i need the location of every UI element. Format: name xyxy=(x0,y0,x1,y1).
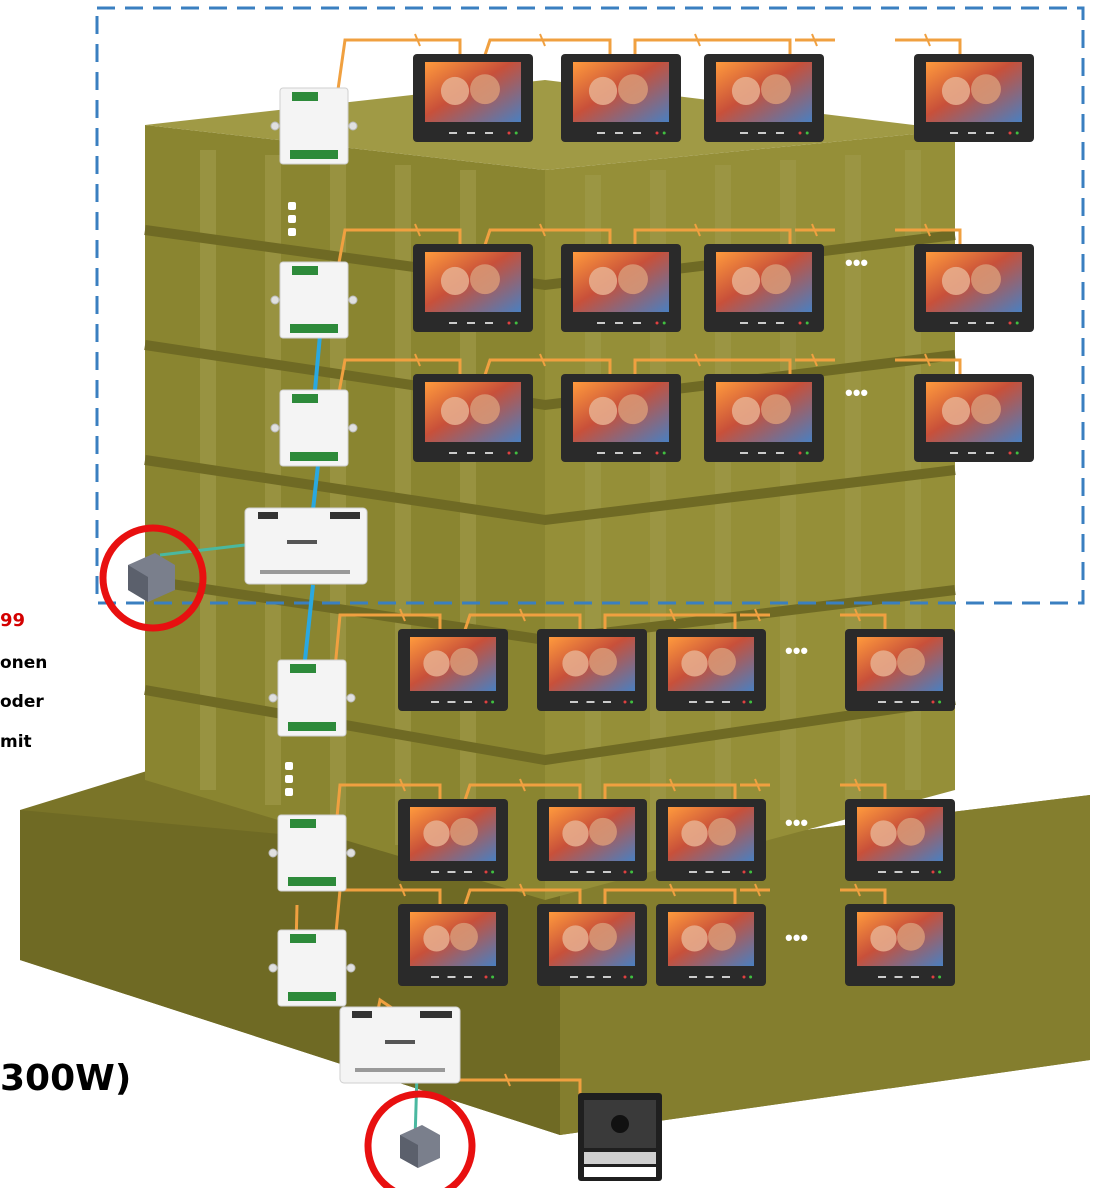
group-border xyxy=(95,6,1085,605)
monitor xyxy=(845,799,955,881)
ellipsis-row-4: ••• xyxy=(785,638,808,663)
label-line-1: onen xyxy=(0,653,48,673)
monitor xyxy=(413,244,533,332)
indoor-monitors xyxy=(398,54,1034,986)
ellipsis-row-3: ••• xyxy=(845,380,868,405)
distributor-module xyxy=(268,929,356,1007)
cable-ticks xyxy=(399,33,931,1087)
monitor xyxy=(537,904,647,986)
power-rating-label: 300W) xyxy=(0,1058,132,1099)
label-line-2: oder xyxy=(0,692,44,712)
label-line-3: mit xyxy=(0,732,32,752)
monitor xyxy=(398,904,508,986)
monitor xyxy=(914,244,1034,332)
distributor-modules xyxy=(268,87,358,1007)
monitor xyxy=(704,54,824,142)
highlight-circle-lower xyxy=(364,1090,476,1188)
monitor xyxy=(413,374,533,462)
power-supply-lower xyxy=(400,1125,440,1168)
monitor xyxy=(398,629,508,711)
ellipsis-row-2: ••• xyxy=(845,250,868,275)
distributor-module xyxy=(270,389,358,467)
ellipsis-row-6: ••• xyxy=(785,925,808,950)
distributor-module xyxy=(268,659,356,737)
monitor xyxy=(914,374,1034,462)
controller-lower xyxy=(339,1006,461,1084)
monitor xyxy=(845,629,955,711)
door-station xyxy=(578,1093,662,1181)
ellipsis-row-5: ••• xyxy=(785,810,808,835)
monitor xyxy=(656,904,766,986)
monitor xyxy=(656,629,766,711)
monitor xyxy=(704,374,824,462)
monitor xyxy=(845,904,955,986)
horizontal-ellipsis: ••• ••• ••• ••• ••• xyxy=(785,250,868,950)
power-supply-upper xyxy=(128,553,175,602)
monitor xyxy=(656,799,766,881)
blue-cables xyxy=(303,334,322,661)
highlight-circle-upper xyxy=(99,524,207,632)
monitor xyxy=(413,54,533,142)
monitor xyxy=(561,54,681,142)
monitor xyxy=(537,629,647,711)
monitor xyxy=(914,54,1034,142)
red-number-label: 99 xyxy=(0,610,26,631)
distributor-module xyxy=(270,261,358,339)
monitor xyxy=(704,244,824,332)
distributor-module xyxy=(270,87,358,165)
monitor xyxy=(398,799,508,881)
monitor xyxy=(561,244,681,332)
monitor xyxy=(537,799,647,881)
controller-upper xyxy=(244,507,368,585)
vertical-ellipsis xyxy=(285,202,296,796)
monitor xyxy=(561,374,681,462)
distributor-module xyxy=(268,814,356,892)
